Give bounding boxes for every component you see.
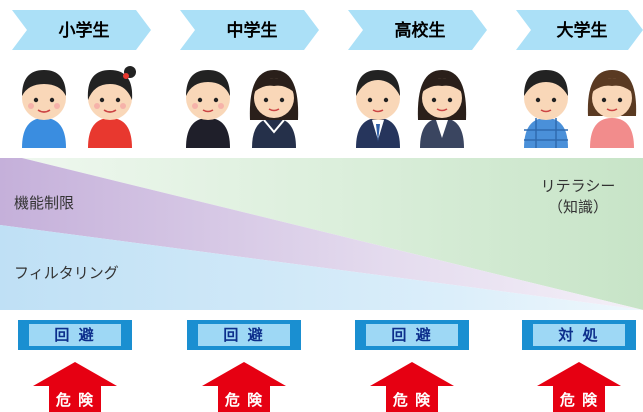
stage-chevron-high-school: 高校生 — [348, 10, 487, 50]
elementary-girl-icon — [87, 66, 136, 148]
action-label-elementary: 回 避 — [54, 326, 95, 344]
action-label-junior-high: 回 避 — [223, 326, 264, 344]
university-woman-icon — [587, 70, 637, 148]
danger-label-elementary: 危 険 — [56, 391, 94, 409]
danger-arrow-junior-high: 危 険 — [202, 362, 286, 412]
danger-arrow-high-school: 危 険 — [370, 362, 454, 412]
stage-label-elementary: 小学生 — [59, 20, 110, 41]
high-school-girl-icon — [417, 70, 467, 148]
stage-label-university: 大学生 — [557, 20, 608, 41]
action-label-high-school: 回 避 — [391, 326, 432, 344]
literacy-label-line2: （知識） — [548, 198, 608, 216]
action-label-university: 対 処 — [557, 326, 599, 344]
stage-label-junior-high: 中学生 — [227, 20, 278, 41]
stage-label-high-school: 高校生 — [395, 20, 446, 41]
junior-high-girl-icon — [249, 70, 299, 148]
danger-arrow-elementary: 危 険 — [33, 362, 117, 412]
stage-chevron-elementary: 小学生 — [12, 10, 151, 50]
action-box-high-school: 回 避 — [355, 320, 469, 350]
danger-label-university: 危 険 — [560, 391, 598, 409]
restriction-label: 機能制限 — [14, 194, 74, 212]
stage-chevron-university: 大学生 — [516, 10, 643, 50]
junior-high-boy-icon — [186, 70, 230, 148]
filtering-band — [0, 225, 643, 310]
action-box-university: 対 処 — [522, 320, 636, 350]
danger-label-high-school: 危 険 — [393, 391, 431, 409]
university-man-icon — [524, 70, 568, 148]
danger-label-junior-high: 危 険 — [225, 391, 263, 409]
filtering-label: フィルタリング — [14, 264, 119, 282]
action-box-junior-high: 回 避 — [187, 320, 301, 350]
elementary-boy-icon — [22, 70, 66, 148]
literacy-label-line1: リテラシー — [541, 177, 616, 195]
high-school-boy-icon — [356, 70, 400, 148]
restriction-band — [0, 158, 643, 310]
stage-chevron-junior-high: 中学生 — [180, 10, 319, 50]
action-box-elementary: 回 避 — [18, 320, 132, 350]
danger-arrow-university: 危 険 — [537, 362, 621, 412]
